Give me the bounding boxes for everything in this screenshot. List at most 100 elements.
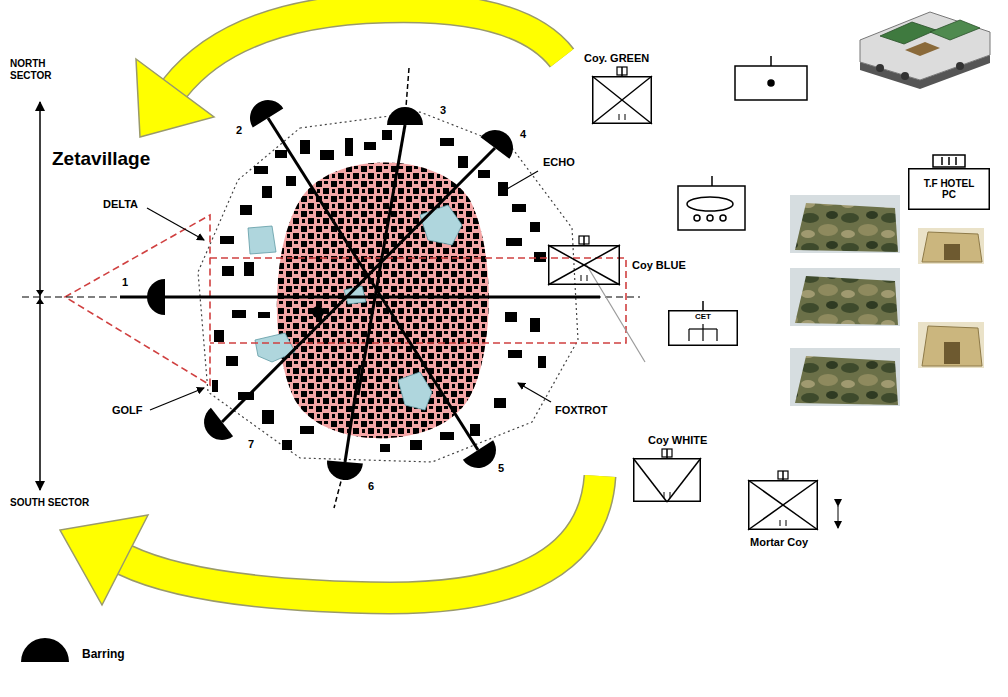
sector-label: NORTH SECTOR: [10, 58, 70, 81]
barring-symbol: [197, 408, 233, 447]
wheel: [720, 215, 726, 221]
command-post-box: T.F HOTEL PC: [908, 168, 990, 210]
barring-symbol: [463, 440, 503, 475]
unit-symbol-lines: [548, 245, 620, 285]
unit-symbol: [735, 56, 807, 100]
sector-label: SOUTH SECTOR: [10, 497, 89, 509]
fork-prong: [702, 329, 703, 341]
attack-corridor: [210, 258, 626, 343]
building: [212, 380, 218, 392]
tent: [922, 232, 982, 262]
area-label: ECHO: [543, 156, 575, 169]
top-marker: [579, 236, 589, 244]
callout-number: 7: [248, 438, 254, 451]
unit-tick: [711, 176, 713, 186]
echelon-mark: [670, 492, 671, 498]
callout-number: 1: [122, 276, 128, 289]
building: [232, 310, 246, 318]
building: [214, 330, 224, 342]
barring-symbol: [243, 93, 283, 127]
unit-frame: [593, 77, 652, 124]
wheel: [707, 215, 713, 221]
photo-ground: [918, 228, 984, 264]
echelon-mark: [786, 520, 787, 526]
echelon-mark: [948, 157, 950, 165]
building: [494, 398, 506, 408]
tent-door: [944, 244, 960, 260]
vehicle-wheel: [876, 64, 884, 72]
building: [530, 318, 540, 332]
building: [282, 440, 292, 450]
building: [534, 252, 546, 262]
arrow-outline: [125, 476, 600, 598]
callout-number: 2: [236, 124, 242, 137]
engineer-team-box: CET: [668, 310, 738, 346]
building: [226, 356, 238, 366]
unit-symbol-lines: [748, 480, 818, 530]
building: [286, 176, 296, 186]
unit-text: CET: [695, 312, 711, 321]
wheel: [694, 215, 700, 221]
photo-ground: [790, 348, 900, 406]
unit-frame: [749, 481, 818, 530]
movement-arrow: [838, 506, 839, 528]
sector-boundary: [22, 296, 640, 297]
tent: [795, 276, 898, 325]
echelon-mark: [664, 492, 665, 498]
company-symbol: Coy. GREEN: [592, 76, 652, 124]
fork-prong: [688, 329, 689, 341]
vehicle-hull: [860, 12, 990, 80]
building: [440, 138, 454, 146]
unit-dot: [768, 80, 774, 86]
echelon-mark: [587, 275, 588, 281]
building: [254, 166, 268, 174]
track-oval: [687, 197, 733, 211]
building: [262, 410, 274, 424]
axis-tick: [36, 298, 44, 304]
callout-number: 6: [368, 480, 374, 493]
attack-wedge: [65, 215, 210, 385]
echelon-box: [933, 155, 965, 167]
south-manoeuvre-arrow: [60, 476, 600, 605]
arrow-body: [175, 8, 562, 88]
tent-door: [944, 342, 960, 364]
top-tick: [621, 67, 623, 76]
barring-symbols: [147, 93, 520, 481]
photo-ground: [790, 268, 900, 326]
unit-label: Coy WHITE: [648, 434, 707, 447]
top-marker: [662, 449, 672, 457]
building: [275, 150, 287, 158]
photo-ground: [918, 322, 984, 368]
building: [512, 204, 526, 212]
arrow-outline: [175, 8, 562, 88]
unit-box: [678, 186, 745, 230]
tent: [795, 203, 898, 252]
recce-unit-symbol: [678, 176, 745, 230]
vehicle-part: [880, 22, 936, 44]
building: [240, 205, 252, 215]
diagonal-line: [633, 458, 667, 502]
building: [262, 186, 272, 198]
building: [244, 262, 254, 276]
leader-line: [150, 388, 204, 410]
tent: [795, 356, 898, 405]
cross-line: [748, 480, 818, 530]
unit-symbol-lines: [592, 76, 652, 124]
building: [220, 236, 234, 244]
top-tick: [583, 236, 585, 245]
grey-line: [586, 264, 645, 362]
mortar-company-symbol: Mortar Coy: [748, 480, 818, 530]
top-marker: [778, 471, 788, 479]
leader-line: [518, 383, 551, 402]
fork-prong: [716, 329, 717, 341]
arrow-head: [60, 515, 148, 605]
building: [300, 140, 310, 154]
building: [410, 440, 422, 450]
leader-lines: [147, 171, 551, 410]
unit-frame: [669, 311, 738, 346]
building: [530, 222, 540, 232]
building: [380, 444, 390, 452]
callout-number: 5: [498, 462, 504, 475]
